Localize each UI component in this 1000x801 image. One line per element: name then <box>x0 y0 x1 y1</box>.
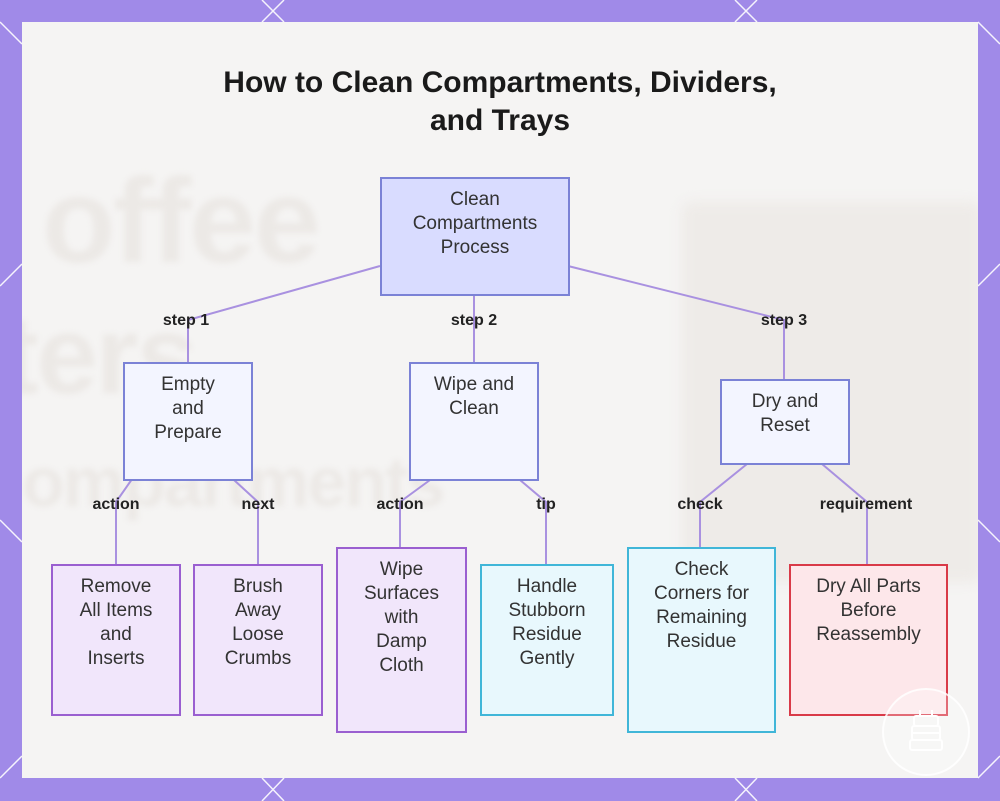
edge-label-step-1: step 1 <box>162 312 210 329</box>
node-remove-all-items: Remove All Items and Inserts <box>51 564 181 716</box>
edge-label-requirement: requirement <box>819 496 913 513</box>
node-dry-and-reset: Dry and Reset <box>720 379 850 465</box>
diagram-title: How to Clean Compartments, Dividers, and… <box>223 66 777 137</box>
edge-label-step-3: step 3 <box>760 312 808 329</box>
node-wipe-surfaces: Wipe Surfaces with Damp Cloth <box>336 547 467 733</box>
edge-label-action-1: action <box>92 496 140 513</box>
coffee-maker-icon <box>909 710 943 751</box>
coffee-maker-badge <box>882 688 970 776</box>
node-brush-away-crumbs: Brush Away Loose Crumbs <box>193 564 323 716</box>
node-clean-compartments-process: Clean Compartments Process <box>380 177 570 296</box>
node-empty-and-prepare: Empty and Prepare <box>123 362 253 481</box>
edge-label-tip: tip <box>536 496 556 513</box>
background-text-1: offee <box>42 154 321 288</box>
edge-label-check: check <box>677 496 723 513</box>
node-wipe-and-clean: Wipe and Clean <box>409 362 539 481</box>
diagram-card: offee ters ompartments How to Clean Comp… <box>22 22 978 778</box>
edge-label-next: next <box>241 496 275 513</box>
edge-lines <box>115 265 868 564</box>
node-check-corners: Check Corners for Remaining Residue <box>627 547 776 733</box>
node-handle-stubborn-residue: Handle Stubborn Residue Gently <box>480 564 614 716</box>
edge-label-step-2: step 2 <box>450 312 498 329</box>
edge-label-action-2: action <box>376 496 424 513</box>
